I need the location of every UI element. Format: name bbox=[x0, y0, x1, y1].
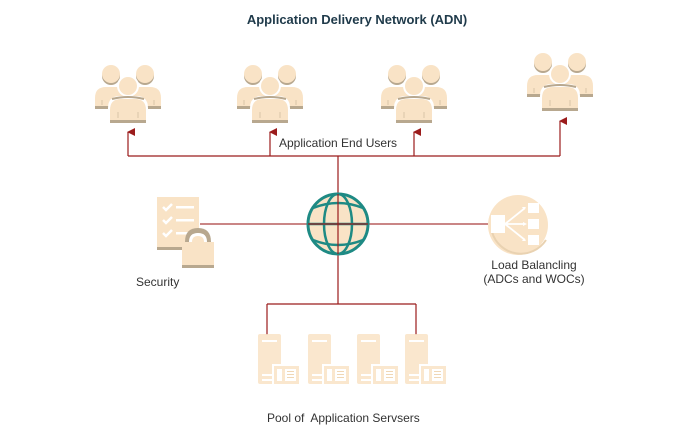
security-label: Security bbox=[136, 275, 180, 289]
security-checklist-lock-icon bbox=[157, 197, 214, 268]
diagram-title: Application Delivery Network (ADN) bbox=[246, 12, 468, 27]
globe-icon bbox=[306, 192, 370, 256]
load-balancing-label-line1: Load Balancling bbox=[491, 258, 577, 272]
load-balancing-label-line2: (ADCs and WOCs) bbox=[483, 272, 585, 286]
user-group-icon bbox=[236, 64, 304, 124]
user-group-icon bbox=[94, 64, 162, 124]
end-users-label: Application End Users bbox=[279, 136, 398, 150]
server-icon bbox=[258, 334, 300, 385]
server-icon bbox=[357, 334, 399, 385]
user-group-icon bbox=[526, 52, 594, 112]
user-group-icon bbox=[380, 64, 448, 124]
load-balancer-icon bbox=[488, 195, 548, 255]
server-icon bbox=[308, 334, 350, 385]
servers-label: Pool of Application Servsers bbox=[267, 411, 420, 425]
server-icon bbox=[405, 334, 447, 385]
